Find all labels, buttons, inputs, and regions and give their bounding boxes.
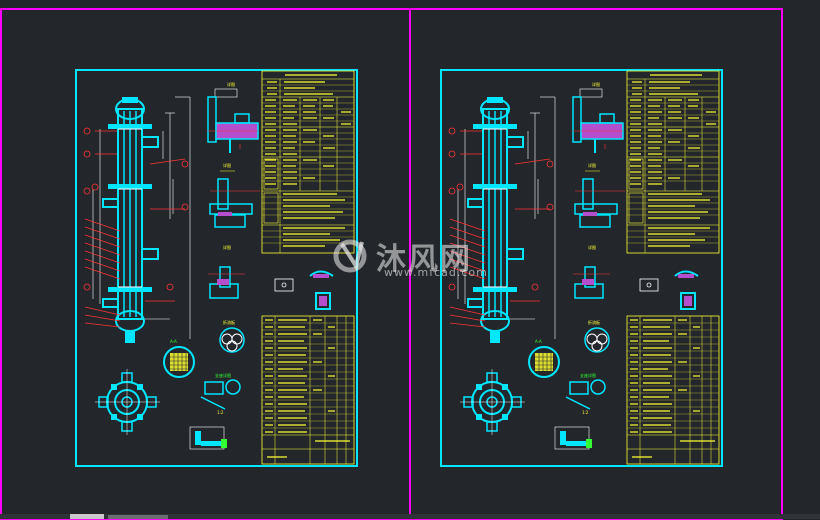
drawing-sheet-left: 详图 详图 详图 xyxy=(83,70,355,465)
drawing-frame-right xyxy=(440,69,723,467)
baffle-detail: 折流板 xyxy=(219,319,245,353)
svg-text:1:2: 1:2 xyxy=(217,410,224,415)
table-text-marks xyxy=(265,74,351,458)
column-vessel xyxy=(102,97,159,343)
detail-support-small: 详图 xyxy=(208,244,245,299)
tube-sheet: A-A xyxy=(163,339,195,378)
svg-text:A-A: A-A xyxy=(170,339,177,344)
status-bar xyxy=(0,514,820,519)
detail-right-saddle xyxy=(274,270,334,310)
leader-lines xyxy=(84,130,186,328)
layout-tab-secondary[interactable] xyxy=(108,515,168,519)
table-side-labels xyxy=(263,158,279,224)
svg-text:折流板: 折流板 xyxy=(223,319,235,325)
nozzle-balloons xyxy=(83,127,189,291)
detail-bottom xyxy=(189,426,227,450)
drawing-sheet-right xyxy=(448,70,720,465)
dimension-lines xyxy=(92,96,191,339)
support-detail: 支座详图 1:2 xyxy=(200,372,241,415)
detail-nozzle-middle: 详图 xyxy=(209,162,260,228)
layout-tab[interactable] xyxy=(70,514,104,519)
spec-tables xyxy=(261,70,355,465)
svg-text:支座详图: 支座详图 xyxy=(215,372,231,378)
svg-text:详图: 详图 xyxy=(223,244,231,250)
svg-text:详图: 详图 xyxy=(227,81,235,87)
svg-text:详图: 详图 xyxy=(223,162,231,168)
detail-flange-top: 详图 xyxy=(207,81,259,153)
plan-view-bottom-left xyxy=(95,369,160,435)
